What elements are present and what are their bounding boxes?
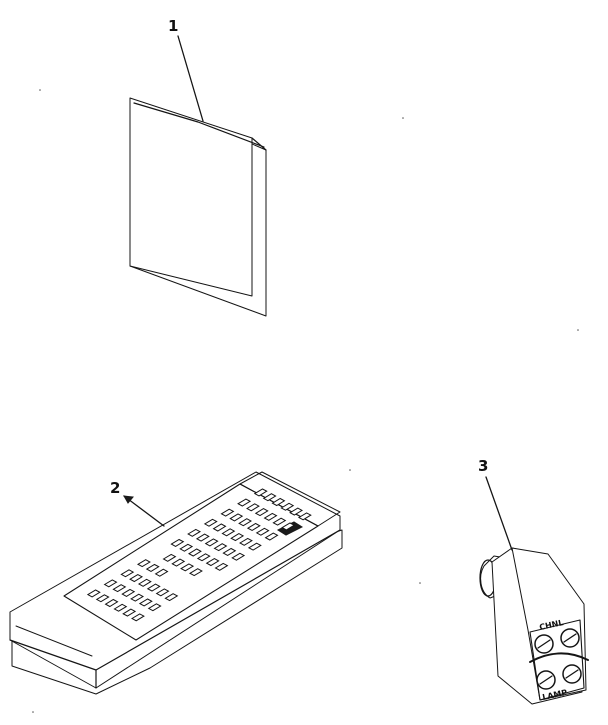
leader-arrowhead-2 [123,495,134,504]
remote-key [171,558,186,567]
remote-key [272,517,287,526]
remote-key [246,503,260,512]
adapter-plug: CHNL LAMP [479,547,589,705]
remote-key [122,608,137,617]
scan-specks [32,89,579,713]
callout-2: 2 [110,479,165,527]
remote-key [271,497,286,507]
remote-key [247,542,262,551]
remote-key [264,532,279,541]
remote-key [130,613,145,622]
remote-key [146,583,161,592]
remote-key [120,569,135,578]
remote-control [9,471,343,695]
remote-key [220,508,235,517]
remote-key [95,594,110,603]
screw-terminal-top-right [560,628,580,648]
remote-key [253,488,268,497]
remote-key [170,538,185,547]
remote-key [203,518,218,527]
remote-key [230,533,245,542]
instruction-sheet [129,97,267,317]
remote-key [231,552,246,561]
remote-key [280,502,295,511]
remote-key [254,508,269,517]
remote-key [180,563,195,572]
remote-key [263,512,278,521]
remote-key [136,559,151,568]
remote-key [121,588,136,597]
leader-line-1 [177,35,204,122]
remote-key [187,528,202,537]
screw-terminal-top-left [534,634,554,654]
remote-key [188,568,203,577]
screw-terminal-bottom-right [562,664,582,684]
remote-key [214,562,229,571]
remote-key [104,598,119,608]
remote-key [155,588,170,597]
remote-keypad [86,488,312,622]
plug-body-front [511,547,587,701]
remote-key [204,538,219,547]
remote-key [103,579,118,588]
remote-key [113,603,128,612]
remote-key [212,523,227,532]
remote-key [112,584,127,593]
remote-key [164,593,179,602]
remote-key [145,563,160,572]
remote-key [205,558,220,567]
remote-key [255,527,270,536]
remote-key [179,543,194,552]
plug-wire [529,652,589,663]
remote-key [138,598,153,607]
remote-key [221,528,236,537]
remote-key [130,593,145,602]
remote-key [281,522,296,531]
remote-key [196,553,211,562]
screw-terminal-bottom-left [536,670,556,690]
leader-line-3 [485,476,513,551]
remote-key [289,507,304,516]
remote-key [229,513,244,522]
remote-key [195,533,210,542]
remote-key [147,603,162,612]
callout-3: 3 [478,457,513,551]
remote-key [262,493,277,502]
remote-key [213,543,228,552]
callout-label-1: 1 [168,17,178,35]
remote-key [137,578,152,587]
callout-1: 1 [168,17,204,122]
remote-key [129,574,144,583]
remote-key [162,553,177,562]
remote-key [246,522,261,531]
remote-key [238,518,252,527]
sheet-front [129,97,253,297]
callout-label-2: 2 [110,479,120,497]
sheet-fold [133,102,265,148]
remote-key [238,537,253,546]
remote-key [86,589,101,598]
remote-key [297,512,312,521]
remote-key [188,548,202,557]
remote-key [154,568,169,577]
remote-key [237,498,252,507]
leader-line-2 [123,495,165,527]
callout-label-3: 3 [478,457,488,475]
remote-key [222,547,237,556]
